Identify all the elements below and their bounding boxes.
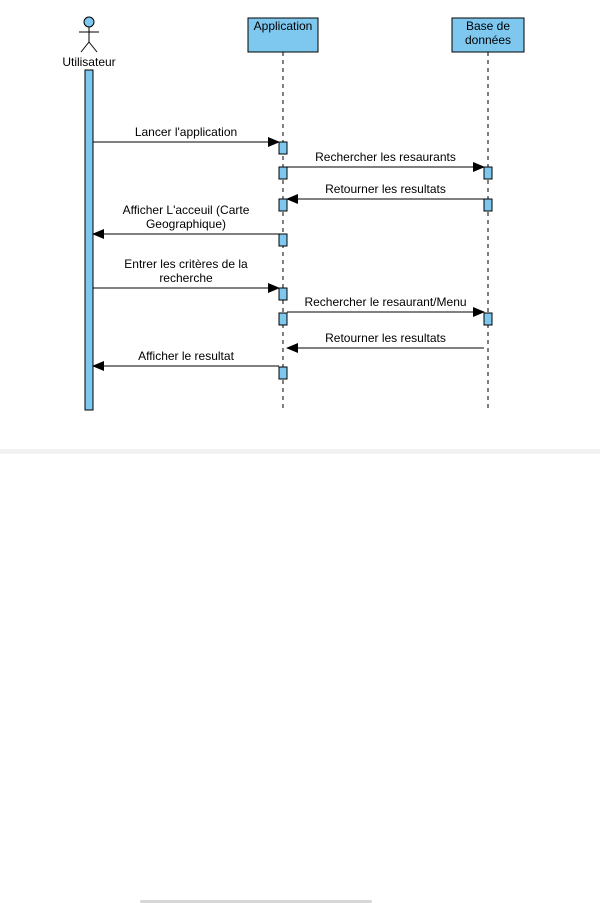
message-label: Entrer les critères de la — [124, 257, 248, 271]
activation-box-app — [278, 312, 288, 326]
stick-figure-icon — [79, 16, 99, 53]
activation-box-app — [278, 287, 288, 301]
message-label: Lancer l'application — [135, 125, 237, 139]
participant-box-app — [247, 17, 319, 53]
participant-label-db: données — [465, 33, 511, 47]
message-label: Retourner les resultats — [325, 331, 446, 345]
participant-box-db — [451, 17, 525, 53]
activation-box-app — [278, 366, 288, 380]
message-label: Rechercher les resaurants — [315, 150, 456, 164]
message-label: Retourner les resultats — [325, 182, 446, 196]
horizontal-scrollbar[interactable] — [0, 449, 600, 903]
activation-box-app — [278, 141, 288, 155]
message-label: Geographique) — [146, 217, 226, 231]
message-label: recherche — [159, 271, 213, 285]
participant-label-db: Base de — [466, 19, 510, 33]
activation-box-app — [278, 166, 288, 180]
activation-box-app — [278, 233, 288, 247]
actor-activation-bar — [84, 69, 94, 411]
message-label: Afficher le resultat — [138, 349, 234, 363]
activation-box-db — [483, 166, 493, 180]
message-label: Afficher L'acceuil (Carte — [123, 203, 250, 217]
activation-box-db — [483, 312, 493, 326]
sequence-diagram: Utilisateur Application Base dedonnéesLanc… — [62, 16, 525, 412]
participant-label-app: Application — [254, 19, 313, 33]
actor-label: Utilisateur — [62, 55, 115, 69]
message-label: Rechercher le resaurant/Menu — [304, 295, 466, 309]
activation-box-db — [483, 198, 493, 212]
activation-box-app — [278, 198, 288, 212]
